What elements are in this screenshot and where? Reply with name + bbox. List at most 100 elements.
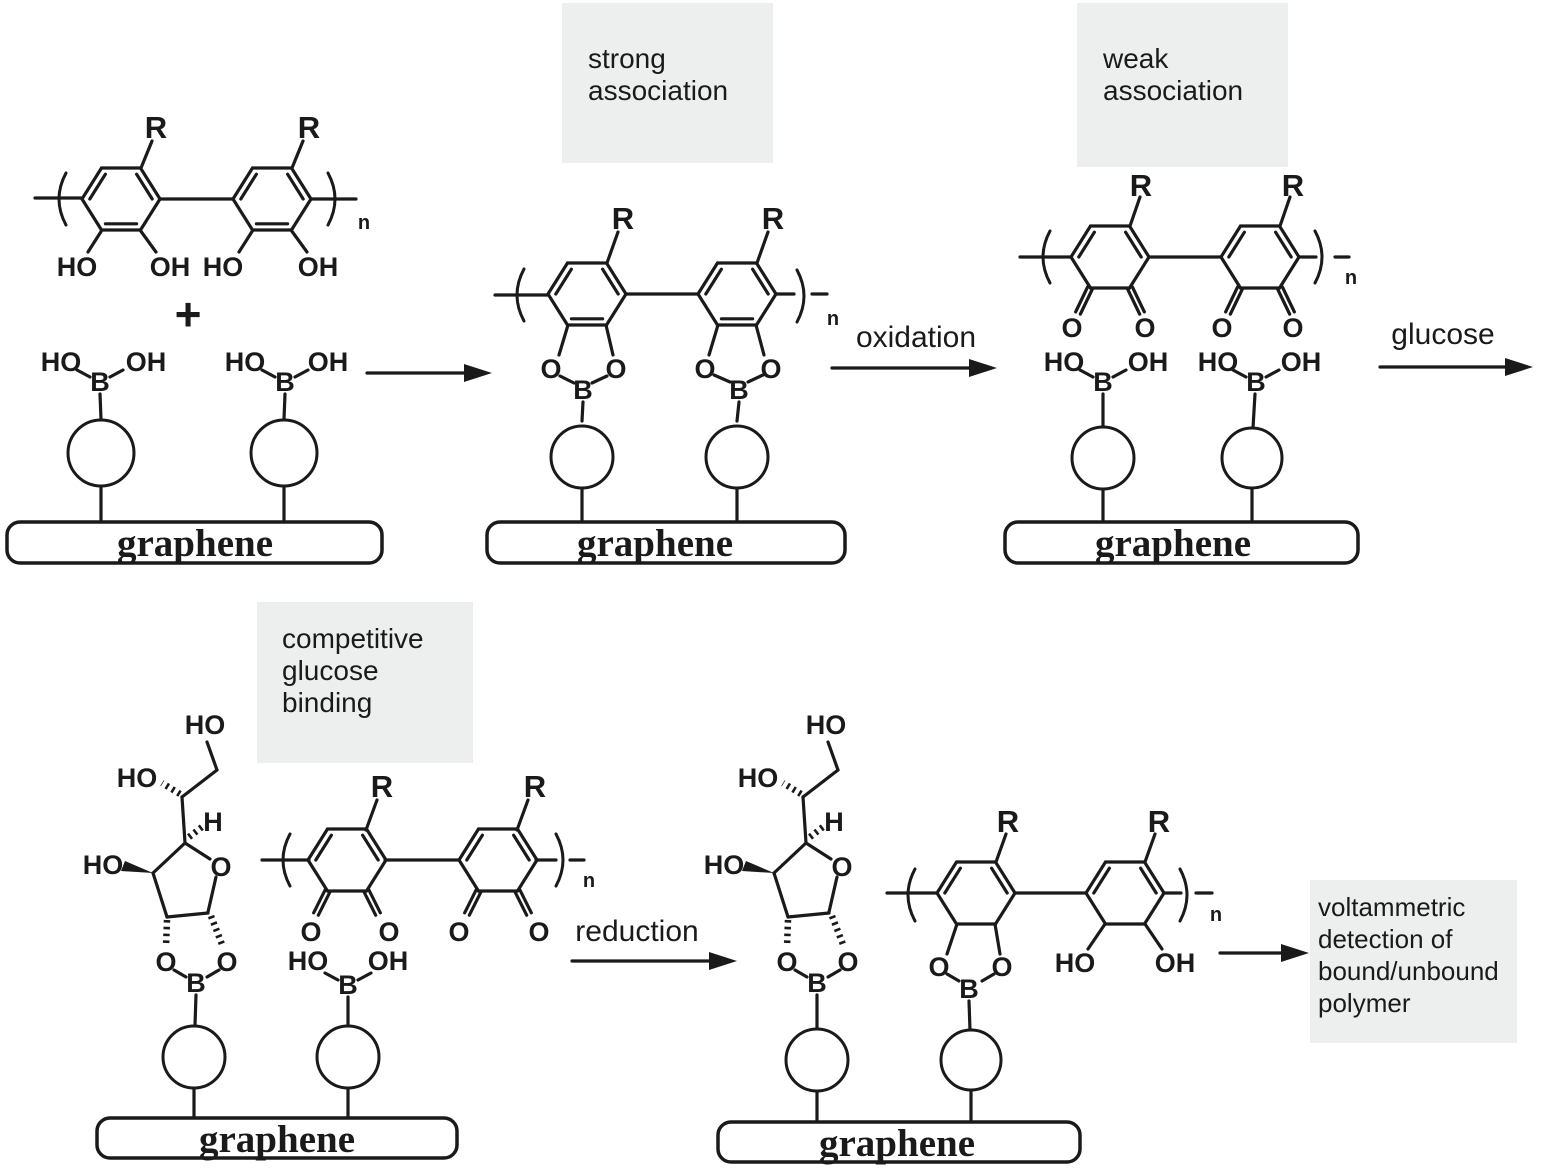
arrow-oxidation: oxidation [830,321,997,377]
bond [1130,285,1146,314]
repeat-unit-n: n [1345,267,1357,289]
graphene-slab [485,520,847,565]
bond [993,860,1017,895]
bond [989,866,1009,895]
atom-label-H: H [824,807,844,837]
bond [1127,255,1151,290]
bond [1219,224,1243,259]
plus-sign: + [175,288,202,340]
boronic-acid: HO OH B [1044,347,1169,397]
atom-label-HO: HO [806,710,847,740]
atom-label-O: O [1134,313,1155,343]
benzene-ring [306,827,388,893]
strong-association-note: strong association [562,3,773,163]
bond [515,827,539,862]
atom-label-OH: OH [298,252,339,282]
bond [1224,285,1240,314]
atom-label-HO: HO [1044,347,1085,377]
graphene-slab [95,1116,459,1160]
structure-quinone-polymer-released: R R O O O O n HO OH B HO OH B graphene [1003,168,1360,565]
benzene-ring [935,860,1017,926]
bond [600,267,620,296]
atom-label-OH: OH [368,946,409,976]
catechol-polymer-bound: R R O O B HO OH n [885,804,1222,1004]
structure-glucose-boronate-electrode: HO HO HO H O O O B HO OH B [83,710,595,1161]
repeat-unit-n: n [1210,904,1222,926]
bond [138,197,162,232]
bond [138,166,162,201]
bond [546,261,570,296]
pyrene-anchor-circle [1070,425,1136,491]
repeat-unit-n: n [358,212,370,234]
atom-label-O: O [300,917,321,947]
atom-label-B: B [573,375,593,405]
benzene-ring [1069,224,1151,290]
benzene-ring [696,261,778,327]
boronic-acid: HO OH B [225,347,349,397]
boronic-acid: HO OH B [288,946,409,1000]
reduction-label: reduction [575,915,698,948]
competitive-glucose-binding-note: competitive glucose binding [257,602,473,763]
atom-label-O: O [1282,313,1303,343]
voltammetric-detection-note: voltammetric detection of bound/unbound … [1310,880,1517,1043]
bond [1069,255,1093,290]
bond [286,172,305,201]
atom-label-R: R [997,804,1019,839]
pyrene-anchor-circle [161,1024,227,1090]
atom-label-O: O [991,952,1012,982]
atom-label-O: O [837,947,858,977]
atom-label-O: O [760,354,781,384]
atom-label-HO: HO [288,946,329,976]
bond [696,261,720,296]
pyrene-anchor-circle [704,424,770,490]
bond [467,889,483,917]
atom-label-O: O [448,917,469,947]
atom-label-O: O [605,354,626,384]
atom-label-R: R [1148,804,1170,839]
weak-association-note: weak association [1077,3,1288,167]
graphene-label: graphene [1095,522,1251,565]
benzene-ring [1219,224,1301,290]
graphene-slab [716,1120,1082,1164]
pyrene-anchor-circle [939,1028,1003,1092]
structure-catechol-polymer: R R HO OH HO OH n + HO OH B HO OH B gr [5,110,384,565]
glucose-label: glucose [1391,318,1494,351]
bonds [1018,195,1351,316]
bond [316,889,332,917]
pyrene-anchor-circle [249,418,319,488]
bond [1138,866,1158,895]
boronic-acid: HO OH B [41,347,167,397]
voltammetric-detection-text: voltammetric detection of bound/unbound … [1318,892,1499,1018]
bond [361,833,380,862]
benzene-ring [457,827,539,893]
bond [88,172,108,201]
pyrene-anchor-circle [1220,426,1284,490]
pyrene-anchor-circle [549,424,615,490]
bond [135,172,154,201]
atom-label-HO: HO [738,763,779,793]
bond [231,197,255,232]
atom-label-O: O [1211,313,1232,343]
atom-label-O: O [528,917,549,947]
atom-label-R: R [1282,168,1304,203]
atom-label-R: R [371,769,393,804]
atom-label-HO: HO [117,763,158,793]
atom-label-B: B [186,968,206,998]
bond [546,292,570,327]
bond [1084,860,1108,895]
atom-label-HO: HO [1055,948,1096,978]
strong-association-text: strong association [588,43,729,106]
bond [1142,860,1166,895]
bond [515,858,539,893]
atom-label-O: O [378,917,399,947]
bond [1219,255,1243,290]
atom-label-OH: OH [308,347,349,377]
bond [1277,255,1301,290]
bond [1074,285,1090,314]
atom-label-O: O [776,947,797,977]
atom-label-HO: HO [57,252,98,282]
bond [604,292,628,327]
bonds [493,230,829,385]
atom-label-HO: HO [185,710,226,740]
